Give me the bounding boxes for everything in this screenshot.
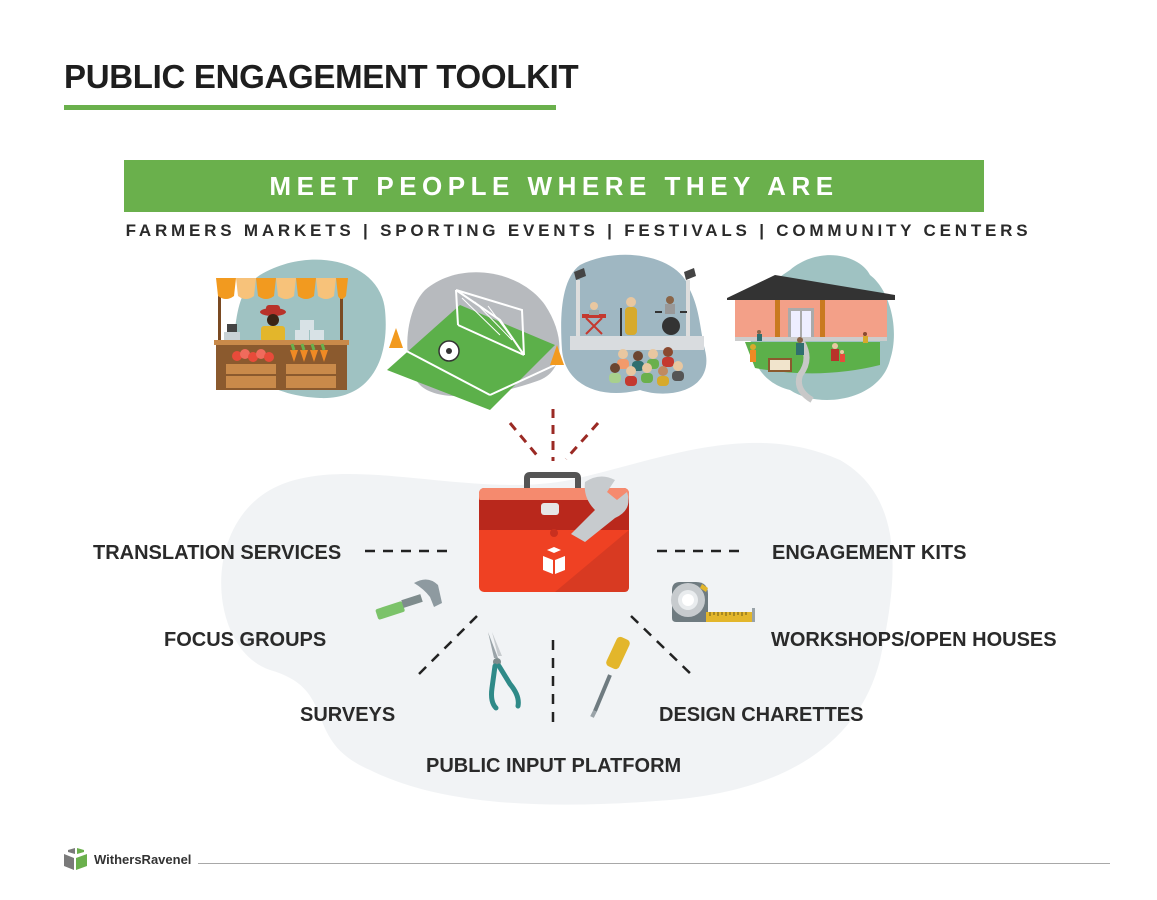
tool-label-translation-services: TRANSLATION SERVICES: [93, 542, 342, 564]
concert-stage-crowd-illustration: [561, 254, 707, 394]
tool-label-engagement-kits: ENGAGEMENT KITS: [772, 542, 967, 564]
tool-label-workshops-open-houses: WORKSHOPS/OPEN HOUSES: [771, 629, 1057, 651]
soccer-field-goal-illustration: [387, 272, 564, 410]
withersravenel-logo-icon: [64, 848, 87, 870]
community-center-building-illustration: [727, 255, 895, 403]
footer-brand: WithersRavenel: [94, 852, 192, 867]
title-underline: [64, 105, 556, 110]
hammer-icon: [375, 579, 442, 620]
tool-label-public-input-platform: PUBLIC INPUT PLATFORM: [426, 755, 682, 777]
tape-measure-icon: [671, 582, 755, 622]
footer-divider: [198, 863, 1110, 864]
toolkit-background-blob: [221, 442, 893, 805]
banner: MEET PEOPLE WHERE THEY ARE: [124, 160, 984, 212]
tool-label-surveys: SURVEYS: [300, 704, 396, 726]
highlight-rays-icon: [508, 409, 600, 461]
toolkit-connectors: [365, 549, 747, 730]
screwdriver-icon: [590, 636, 630, 718]
withersravenel-emblem-icon: [543, 547, 565, 574]
tool-label-focus-groups: FOCUS GROUPS: [164, 629, 327, 651]
tool-label-design-charettes: DESIGN CHARETTES: [659, 704, 864, 726]
venues-line: FARMERS MARKETS | SPORTING EVENTS | FEST…: [125, 221, 1032, 240]
pliers-icon: [488, 632, 521, 711]
farmers-market-stall-illustration: [214, 259, 386, 399]
banner-heading: MEET PEOPLE WHERE THEY ARE: [269, 170, 839, 201]
page-title: PUBLIC ENGAGEMENT TOOLKIT: [64, 58, 579, 95]
venue-illustrations: [214, 254, 895, 410]
toolbox-icon: [479, 472, 629, 592]
